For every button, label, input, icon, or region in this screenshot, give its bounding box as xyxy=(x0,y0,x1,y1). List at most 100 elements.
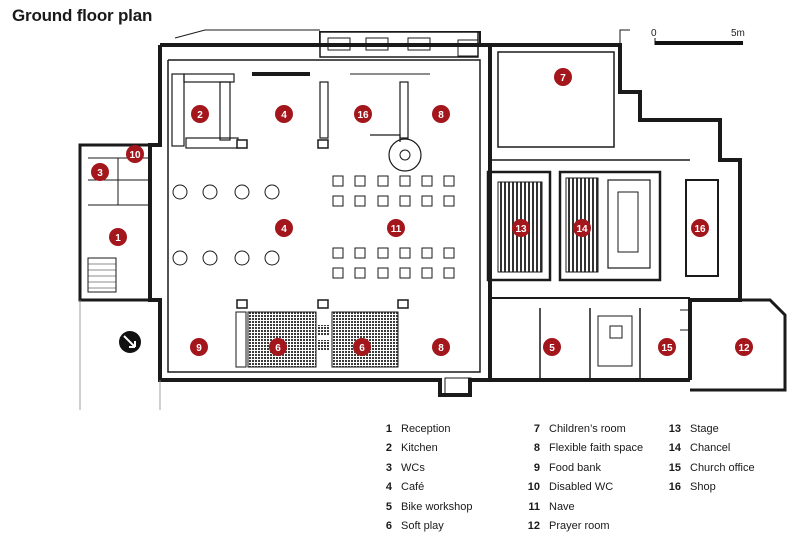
legend-row: 6 Soft play xyxy=(378,517,473,537)
floor-plan-drawing: 0 5m xyxy=(78,28,787,410)
svg-text:8: 8 xyxy=(438,110,444,121)
svg-text:1: 1 xyxy=(115,233,121,244)
legend-label: Nave xyxy=(549,500,575,513)
room-marker-4-lower: 4 xyxy=(275,219,293,237)
legend-label: Bike workshop xyxy=(401,500,473,513)
legend-row: 16 Shop xyxy=(659,478,755,498)
page-title: Ground floor plan xyxy=(12,6,153,25)
room-markers: 1 2 3 4 4 5 6 6 7 8 8 9 10 11 12 13 14 1… xyxy=(91,68,753,356)
legend-number: 1 xyxy=(385,422,392,435)
room-marker-14: 14 xyxy=(573,219,591,237)
legend-label: Kitchen xyxy=(401,442,438,455)
svg-text:16: 16 xyxy=(357,110,369,121)
svg-text:9: 9 xyxy=(196,343,202,354)
legend-number: 5 xyxy=(385,500,392,513)
room-marker-6-right: 6 xyxy=(353,338,371,356)
legend-number: 15 xyxy=(668,461,681,474)
legend-number: 6 xyxy=(385,520,392,533)
legend-column-3: 13 Stage 14 Chancel 15 Church office 16 Shop xyxy=(659,419,755,497)
legend-row: 5 Bike workshop xyxy=(378,497,473,517)
scale-start-label: 0 xyxy=(651,28,657,39)
cafe-tables xyxy=(172,184,280,266)
north-arrow-icon xyxy=(119,331,141,353)
legend-label: Stage xyxy=(690,422,719,435)
legend-number: 7 xyxy=(533,422,540,435)
legend-label: Disabled WC xyxy=(549,481,614,494)
svg-text:6: 6 xyxy=(275,343,281,354)
room-marker-10: 10 xyxy=(126,145,144,163)
svg-text:14: 14 xyxy=(576,224,588,235)
legend-number: 10 xyxy=(527,481,540,494)
legend-row: 13 Stage xyxy=(659,419,755,439)
legend-number: 14 xyxy=(668,442,681,455)
legend-column-2: 7 Children’s room 8 Flexible faith space 9… xyxy=(524,419,643,536)
legend-number: 16 xyxy=(668,481,681,494)
legend-number: 11 xyxy=(528,500,540,513)
room-marker-5: 5 xyxy=(543,338,561,356)
svg-text:7: 7 xyxy=(560,73,566,84)
svg-text:11: 11 xyxy=(391,224,402,235)
room-marker-7: 7 xyxy=(554,68,572,86)
legend-row: 14 Chancel xyxy=(659,439,755,459)
legend-row: 1 Reception xyxy=(378,419,473,439)
legend-number: 9 xyxy=(533,461,540,474)
columns xyxy=(236,139,409,309)
soft-play-mats xyxy=(235,311,399,368)
legend-label: Prayer room xyxy=(549,520,610,533)
svg-text:2: 2 xyxy=(197,110,203,121)
scale-end-label: 5m xyxy=(731,28,745,39)
legend-label: Children’s room xyxy=(549,422,626,435)
legend-row: 11 Nave xyxy=(524,497,643,517)
room-marker-6-left: 6 xyxy=(269,338,287,356)
legend-label: Reception xyxy=(401,422,451,435)
room-marker-11: 11 xyxy=(387,219,405,237)
nave-seating xyxy=(332,175,455,279)
svg-text:12: 12 xyxy=(738,343,750,354)
legend-number: 2 xyxy=(385,442,392,455)
room-marker-3: 3 xyxy=(91,163,109,181)
legend-label: Soft play xyxy=(401,520,444,533)
legend-row: 15 Church office xyxy=(659,458,755,478)
legend-row: 12 Prayer room xyxy=(524,517,643,537)
svg-text:4: 4 xyxy=(281,110,287,121)
building-outline xyxy=(78,29,787,410)
scale-bar: 0 5m xyxy=(651,28,745,45)
legend-row: 8 Flexible faith space xyxy=(524,439,643,459)
legend-row: 4 Café xyxy=(378,478,473,498)
legend-row: 9 Food bank xyxy=(524,458,643,478)
room-marker-2: 2 xyxy=(191,105,209,123)
legend-label: Flexible faith space xyxy=(549,442,644,455)
room-marker-15: 15 xyxy=(658,338,676,356)
room-marker-13: 13 xyxy=(512,219,530,237)
svg-text:6: 6 xyxy=(359,343,365,354)
legend-number: 4 xyxy=(385,481,392,494)
room-marker-16-upper: 16 xyxy=(354,105,372,123)
svg-text:8: 8 xyxy=(438,343,444,354)
legend-label: Church office xyxy=(690,461,755,474)
room-marker-4-upper: 4 xyxy=(275,105,293,123)
legend-number: 8 xyxy=(533,442,540,455)
legend-label: Food bank xyxy=(549,461,601,474)
legend-row: 7 Children’s room xyxy=(524,419,643,439)
svg-text:3: 3 xyxy=(97,168,103,179)
svg-text:15: 15 xyxy=(661,343,673,354)
svg-text:5: 5 xyxy=(549,343,555,354)
legend-label: Café xyxy=(401,481,425,494)
room-marker-12: 12 xyxy=(735,338,753,356)
room-marker-8-upper: 8 xyxy=(432,105,450,123)
svg-text:4: 4 xyxy=(281,224,287,235)
legend-number: 3 xyxy=(385,461,392,474)
legend-number: 13 xyxy=(668,422,681,435)
legend-row: 3 WCs xyxy=(378,458,473,478)
room-marker-9: 9 xyxy=(190,338,208,356)
svg-text:13: 13 xyxy=(515,224,527,235)
svg-text:10: 10 xyxy=(129,150,141,161)
legend-row: 10 Disabled WC xyxy=(524,478,643,498)
legend-number: 12 xyxy=(527,520,540,533)
legend-label: Shop xyxy=(690,481,716,494)
legend-row: 2 Kitchen xyxy=(378,439,473,459)
room-marker-16-east: 16 xyxy=(691,219,709,237)
legend-label: Chancel xyxy=(690,442,731,455)
svg-text:16: 16 xyxy=(694,224,706,235)
legend-label: WCs xyxy=(401,461,425,474)
